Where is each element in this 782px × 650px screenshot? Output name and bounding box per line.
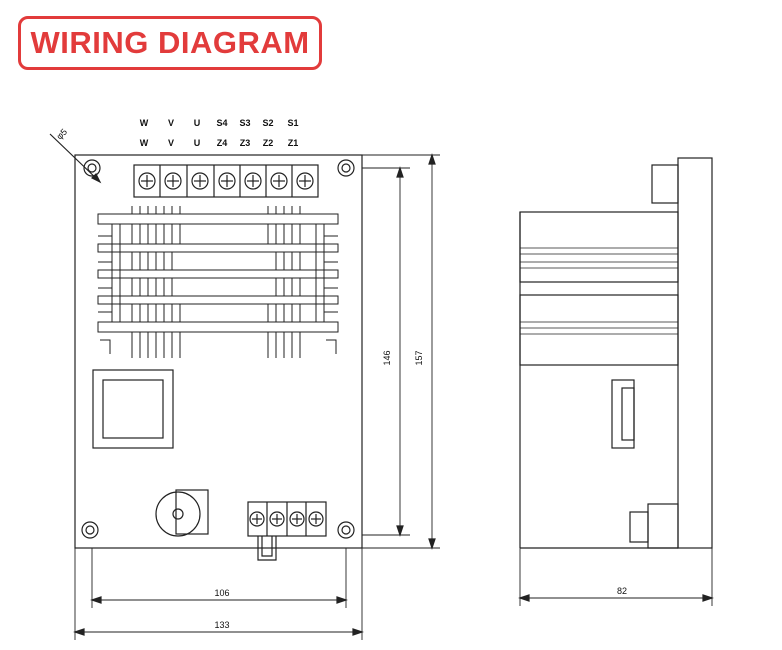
terminal-label-top-6: S1 (287, 118, 298, 128)
terminal-label-top-0: W (140, 118, 149, 128)
mounting-hole-bottom-left (81, 521, 99, 539)
dim-133-arrow-right (352, 628, 364, 636)
terminal-label-bottom-4: Z3 (240, 138, 251, 148)
terminal-label-bottom-6: Z1 (288, 138, 299, 148)
terminal-label-top-3: S4 (216, 118, 227, 128)
heatsink (97, 206, 339, 358)
dim-157-arrow-bottom (428, 538, 436, 550)
terminal-label-top-1: V (168, 118, 174, 128)
dim-82-arrow-left (518, 594, 530, 602)
dim-82-label: 82 (617, 586, 627, 596)
dim-133-lines (74, 548, 363, 640)
dim-106-label: 106 (214, 588, 229, 598)
mounting-hole-top-left (83, 159, 101, 177)
board-outline (74, 154, 363, 549)
side-heatsink-lower (519, 294, 679, 366)
hole-diameter-label: φ5 (54, 127, 69, 142)
dim-146-lines (362, 167, 410, 536)
hole-leader-line (49, 133, 101, 183)
side-pot-shaft (629, 511, 649, 543)
side-top-terminal (651, 164, 679, 204)
terminal-label-top-4: S3 (239, 118, 250, 128)
top-terminal-screws (138, 165, 314, 197)
terminal-label-bottom-3: Z4 (217, 138, 228, 148)
dim-82-arrow-right (702, 594, 714, 602)
transformer (92, 369, 174, 449)
dim-82-lines (519, 548, 713, 606)
dim-157-lines (362, 154, 440, 549)
dim-106-arrow-right (336, 596, 348, 604)
dim-106-arrow-left (90, 596, 102, 604)
top-terminal-block (133, 164, 319, 198)
mounting-hole-bottom-right (337, 521, 355, 539)
dim-157-arrow-top (428, 153, 436, 165)
side-heatsink-upper (519, 211, 679, 283)
mounting-hole-top-right (337, 159, 355, 177)
terminal-label-bottom-5: Z2 (263, 138, 274, 148)
hole-leader-arrow (90, 172, 102, 184)
dim-146-arrow-top (396, 166, 404, 178)
terminal-label-top-2: U (194, 118, 201, 128)
title-box: WIRING DIAGRAM (18, 16, 322, 70)
dim-133-arrow-left (73, 628, 85, 636)
jumper-link (257, 536, 277, 561)
dim-157-label: 157 (414, 350, 424, 365)
terminal-label-top-5: S2 (262, 118, 273, 128)
side-view (519, 157, 713, 549)
potentiometer (155, 489, 209, 537)
terminal-label-bottom-1: V (168, 138, 174, 148)
side-board (677, 157, 713, 549)
dim-146-label: 146 (382, 350, 392, 365)
terminal-label-bottom-2: U (194, 138, 201, 148)
bottom-terminal-screws (249, 502, 324, 536)
dim-106-lines (91, 548, 347, 608)
diagram-title: WIRING DIAGRAM (30, 25, 310, 60)
dim-146-arrow-bottom (396, 525, 404, 537)
terminal-label-bottom-0: W (140, 138, 149, 148)
dim-133-label: 133 (214, 620, 229, 630)
side-transformer (611, 379, 635, 449)
